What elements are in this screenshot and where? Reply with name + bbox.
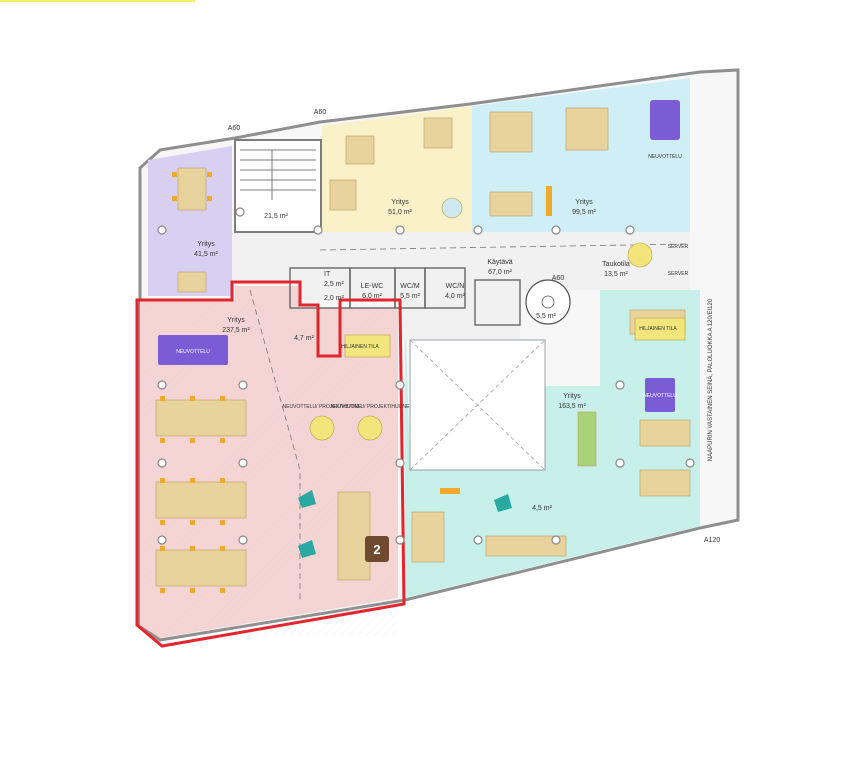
room-name-yritys-1635: Yritys <box>563 393 581 400</box>
fire-label-top-mid: A60 <box>314 109 327 116</box>
room-area-wcm: 5,5 m² <box>400 293 421 300</box>
spiral-stair-core <box>541 295 555 309</box>
fire-label-stair: A60 <box>552 275 565 282</box>
highlight-outline <box>135 280 406 648</box>
zone-corridor <box>232 232 690 340</box>
room-name-lewc: LE-WC <box>361 283 384 290</box>
fire-label-bottom-right: A120 <box>704 537 720 544</box>
room-name-neuvottelu-right: NEUVOTTELU <box>643 393 677 399</box>
room-area-wcn: 4,0 m² <box>445 293 466 300</box>
room-name-wcm: WC/M <box>400 283 420 290</box>
room-name-it: IT <box>324 271 331 278</box>
room-area-taukotila: 13,5 m² <box>604 271 628 278</box>
room-area-small-47: 4,7 m² <box>294 335 315 342</box>
round-tables <box>309 197 653 441</box>
room-area-yritys-510: 51,0 m² <box>388 209 412 216</box>
room-name-neuvottelu-top: NEUVOTTELU <box>648 154 682 160</box>
room-area-kaytava: 67,0 m² <box>488 269 512 276</box>
room-name-neuvottelu-left: NEUVOTTELU <box>176 349 210 355</box>
room-name-proj-2: NEUVOTTELU/ PROJEKTIHUONE <box>331 404 411 410</box>
room-name-wcn: WC/N <box>446 283 465 290</box>
room-area-stair: 21,5 m² <box>264 213 288 220</box>
room-name-hiljainen-right: HILJAINEN TILA <box>639 326 677 332</box>
room-area-yritys-995: 99,5 m² <box>572 209 596 216</box>
meeting-table-right <box>645 378 675 412</box>
room-area-lewc: 6,0 m² <box>362 293 383 300</box>
room-name-server-1: SERVER <box>668 244 689 250</box>
room-name-hiljainen: HILJAINEN TILA <box>341 344 379 350</box>
zone-purple <box>148 146 232 296</box>
phone-booths <box>298 490 512 558</box>
room-area-it2: 2,0 m² <box>324 295 345 302</box>
area-badge <box>365 536 389 562</box>
neighbour-wall-note: NAAPURIN VASTAINEN SEINÄ, PALOLUOKKA A 1… <box>707 298 714 461</box>
room-area-yritys-415: 41,5 m² <box>194 251 218 258</box>
columns <box>157 207 695 545</box>
fire-label-top-left: A60 <box>228 125 241 132</box>
room-area-it: 2,5 m² <box>324 281 345 288</box>
stair-treads <box>240 149 316 200</box>
quiet-room-right <box>634 317 686 341</box>
stair-core <box>234 139 322 233</box>
walkway-dashed <box>319 243 691 251</box>
walkway-dashed-2 <box>249 289 301 600</box>
room-area-small-45: 4,5 m² <box>532 505 553 512</box>
top-accent-bar <box>0 0 195 2</box>
quiet-room-left <box>344 334 391 358</box>
chairs <box>160 172 552 593</box>
room-name-yritys-995: Yritys <box>575 199 593 206</box>
desk-clusters <box>155 107 691 587</box>
room-name-yritys-2375: Yritys <box>227 317 245 324</box>
room-area-hiss: 5,5 m² <box>536 313 557 320</box>
room-name-proj-1: NEUVOTTELU/ PROJEKTIHUONE <box>283 404 363 410</box>
room-name-taukotila: Taukotila <box>602 261 630 268</box>
room-name-server-2: SERVER <box>668 271 689 277</box>
meeting-table-left <box>158 335 228 365</box>
room-name-yritys-510: Yritys <box>391 199 409 206</box>
toilet-block <box>289 267 521 326</box>
room-name-kaytava: Käytävä <box>487 259 512 266</box>
room-area-yritys-2375: 237,5 m² <box>222 327 250 334</box>
atrium-diagonal-2 <box>409 339 546 471</box>
area-badge-number: 2 <box>373 542 380 557</box>
room-name-yritys-415: Yritys <box>197 241 215 248</box>
room-area-yritys-1635: 163,5 m² <box>558 403 586 410</box>
zone-teal <box>405 290 700 598</box>
meeting-table-top <box>650 100 680 140</box>
